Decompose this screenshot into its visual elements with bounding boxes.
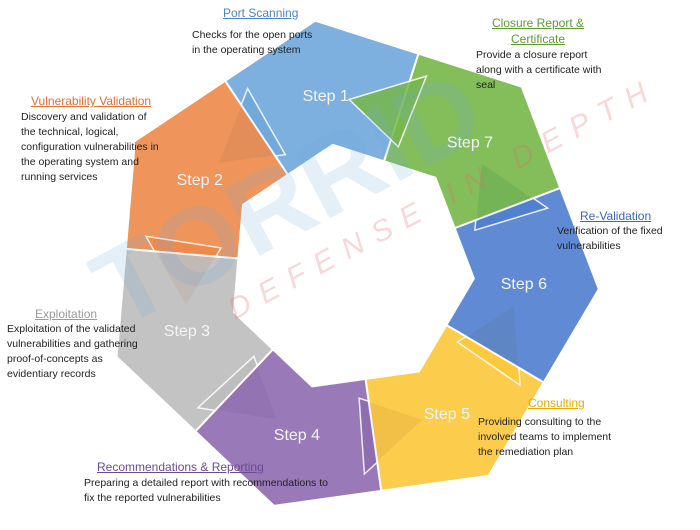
step2-label: Step 2 xyxy=(177,172,223,189)
step5-title: Consulting xyxy=(528,396,585,410)
step3-label: Step 3 xyxy=(164,323,210,340)
step7-segment xyxy=(383,52,562,230)
step7-arrow-icon xyxy=(347,74,428,149)
step4-desc: Preparing a detailed report with recomme… xyxy=(84,477,328,504)
step6-label: Step 6 xyxy=(501,276,547,293)
step2-desc: Discovery and validation of the technica… xyxy=(21,111,159,183)
step6-title: Re-Validation xyxy=(580,209,652,223)
step5-desc: Providing consulting to the involved tea… xyxy=(478,416,612,458)
step1-desc: Checks for the open ports in the operati… xyxy=(192,29,313,56)
step3-title: Exploitation xyxy=(35,307,98,321)
step2-title: Vulnerability Validation xyxy=(31,94,152,108)
step7-desc: Provide a closure report along with a ce… xyxy=(476,49,602,91)
step1-title: Port Scanning xyxy=(223,6,299,20)
step1-label: Step 1 xyxy=(303,88,349,105)
step4-label: Step 4 xyxy=(274,427,320,444)
step7-label: Step 7 xyxy=(447,134,493,151)
step6-desc: Verification of the fixed vulnerabilitie… xyxy=(557,225,663,252)
step5-label: Step 5 xyxy=(424,406,470,423)
step7-title: Closure Report & Certificate xyxy=(491,16,585,46)
step3-desc: Exploitation of the validated vulnerabil… xyxy=(7,323,138,380)
step4-title: Recommendations & Reporting xyxy=(97,460,264,474)
